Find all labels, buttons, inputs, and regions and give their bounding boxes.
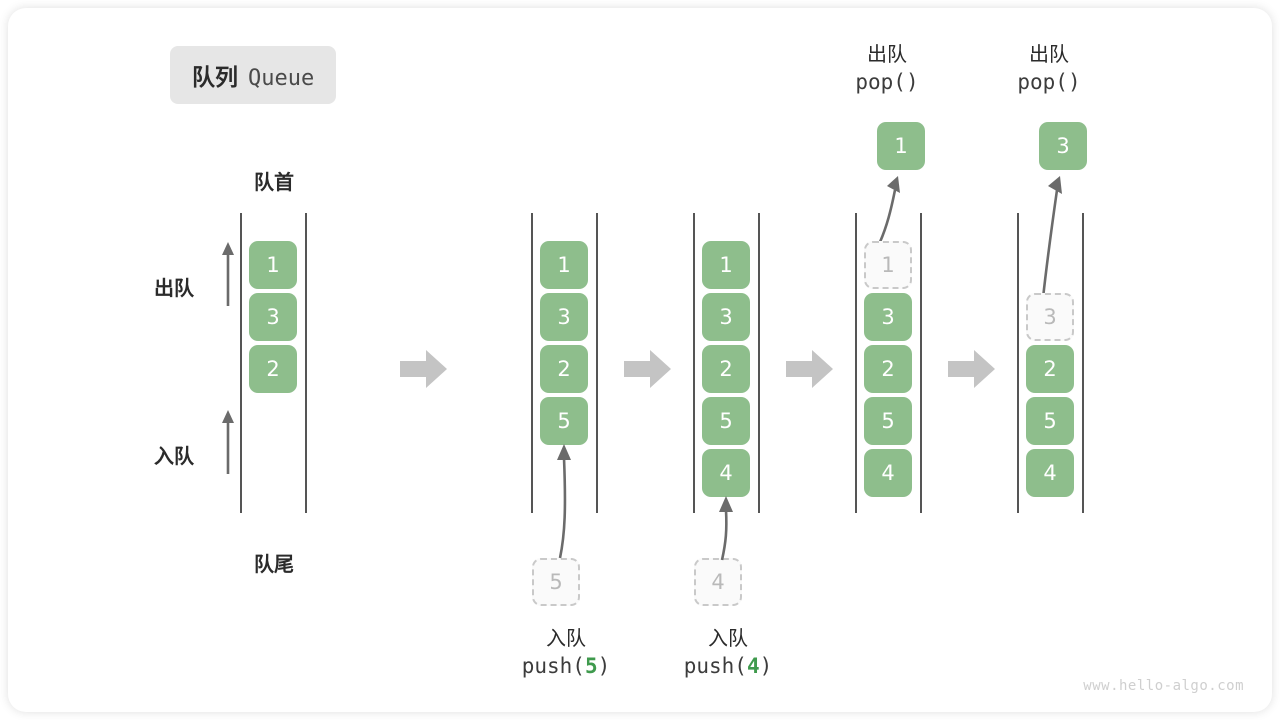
caption-tail: 队尾 bbox=[254, 552, 294, 576]
rail-right bbox=[305, 213, 307, 513]
rail-left bbox=[240, 213, 242, 513]
queue-element: 1 bbox=[249, 241, 297, 289]
push-caption: 入队 push(4) bbox=[648, 624, 808, 682]
queue-element: 3 bbox=[864, 293, 912, 341]
queue-element: 2 bbox=[702, 345, 750, 393]
queue-element: 4 bbox=[864, 449, 912, 497]
watermark: www.hello-algo.com bbox=[1083, 678, 1244, 694]
pop-caption-code: pop() bbox=[855, 70, 919, 95]
pop-caption-cn: 出队 bbox=[867, 42, 907, 66]
queue-element: 5 bbox=[540, 397, 588, 445]
queue-element: 4 bbox=[702, 449, 750, 497]
title-chinese: 队列 bbox=[192, 65, 238, 91]
queue-element: 3 bbox=[702, 293, 750, 341]
queue-element: 4 bbox=[1026, 449, 1074, 497]
caption-head: 队首 bbox=[254, 170, 294, 194]
queue-element: 2 bbox=[249, 345, 297, 393]
title-badge: 队列 Queue bbox=[170, 46, 337, 104]
diagram-card: 队列 Queue 队首 队尾 出队 入队 1 3 2 1 3 2 5 5 bbox=[8, 8, 1272, 712]
queue-element: 5 bbox=[702, 397, 750, 445]
rail-right bbox=[758, 213, 760, 513]
queue-element: 3 bbox=[249, 293, 297, 341]
popped-element: 3 bbox=[1039, 122, 1087, 170]
title-english: Queue bbox=[248, 66, 315, 91]
pop-arrow bbox=[878, 176, 900, 243]
label-dequeue: 出队 bbox=[154, 276, 194, 300]
push-caption-code: push(5) bbox=[521, 654, 611, 679]
incoming-element-ghost: 5 bbox=[532, 558, 580, 606]
step-arrow bbox=[786, 350, 833, 388]
rail-right bbox=[1082, 213, 1084, 513]
push-caption: 入队 push(5) bbox=[486, 624, 646, 682]
push-caption-cn: 入队 bbox=[546, 626, 586, 650]
push-caption-code: push(4) bbox=[683, 654, 773, 679]
rail-left bbox=[855, 213, 857, 513]
enqueue-direction-arrow bbox=[222, 410, 234, 474]
label-enqueue: 入队 bbox=[154, 444, 194, 468]
pop-arrow bbox=[1041, 176, 1062, 299]
pop-caption-cn: 出队 bbox=[1029, 42, 1069, 66]
rail-left bbox=[1017, 213, 1019, 513]
queue-element: 2 bbox=[540, 345, 588, 393]
popped-element: 1 bbox=[877, 122, 925, 170]
step-arrow bbox=[400, 350, 447, 388]
queue-element: 2 bbox=[864, 345, 912, 393]
queue-element-ghost: 3 bbox=[1026, 293, 1074, 341]
pop-caption: 出队 pop() bbox=[822, 40, 952, 98]
queue-element: 3 bbox=[540, 293, 588, 341]
rail-left bbox=[693, 213, 695, 513]
queue-element: 1 bbox=[540, 241, 588, 289]
pop-caption-code: pop() bbox=[1017, 70, 1081, 95]
queue-element: 5 bbox=[1026, 397, 1074, 445]
incoming-element-ghost: 4 bbox=[694, 558, 742, 606]
rail-left bbox=[531, 213, 533, 513]
rail-right bbox=[596, 213, 598, 513]
step-arrow bbox=[948, 350, 995, 388]
push-arrow bbox=[719, 496, 733, 561]
queue-element: 2 bbox=[1026, 345, 1074, 393]
pop-caption: 出队 pop() bbox=[984, 40, 1114, 98]
queue-element: 5 bbox=[864, 397, 912, 445]
queue-element: 1 bbox=[702, 241, 750, 289]
push-arrow bbox=[557, 444, 571, 559]
rail-right bbox=[920, 213, 922, 513]
step-arrow bbox=[624, 350, 671, 388]
queue-element-ghost: 1 bbox=[864, 241, 912, 289]
push-caption-cn: 入队 bbox=[708, 626, 748, 650]
dequeue-direction-arrow bbox=[222, 242, 234, 306]
